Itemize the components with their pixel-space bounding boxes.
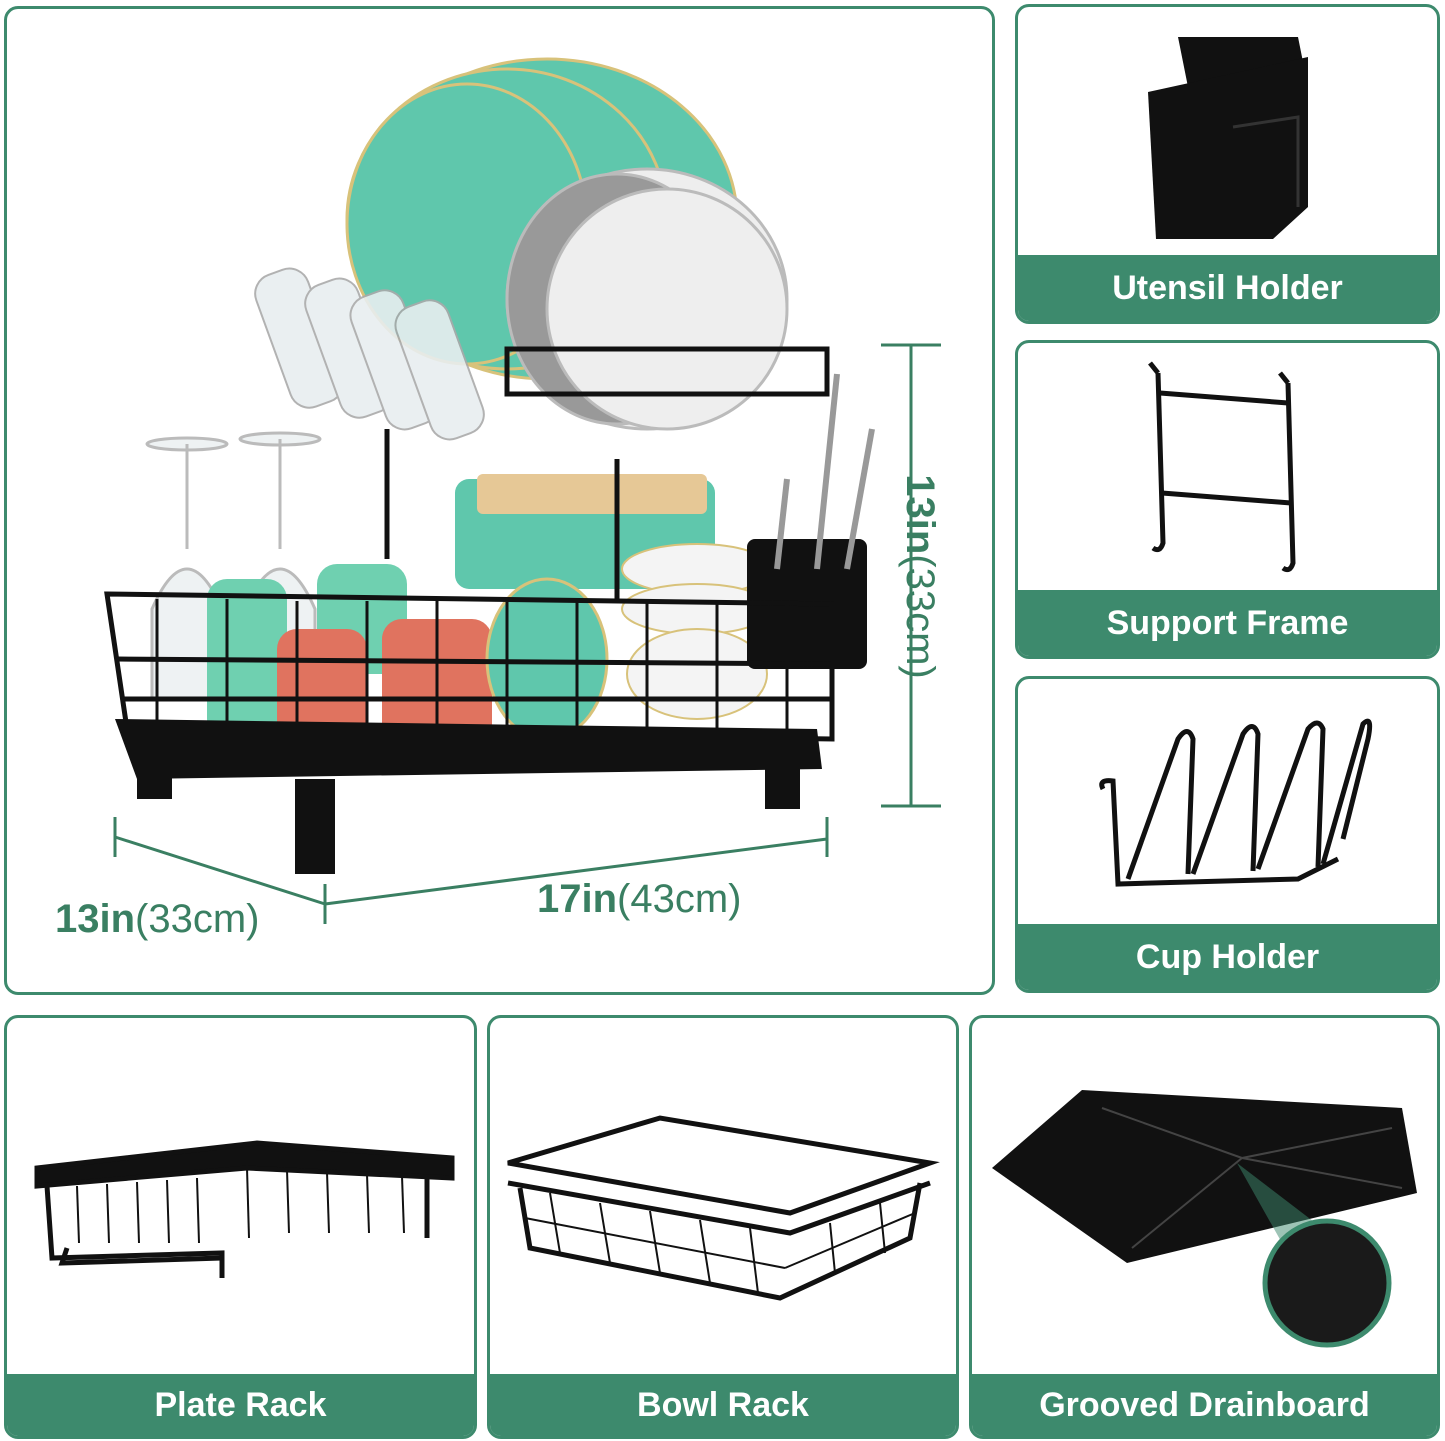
width-dimension-label: 17in(43cm) bbox=[537, 877, 742, 922]
bowl-rack-label: Bowl Rack bbox=[490, 1374, 956, 1436]
cup-holder-label: Cup Holder bbox=[1018, 924, 1437, 990]
support-frame-image bbox=[1148, 361, 1296, 573]
utensil-holder-label: Utensil Holder bbox=[1018, 255, 1437, 321]
depth-metric: (33cm) bbox=[135, 897, 260, 941]
dish-rack-illustration bbox=[104, 57, 941, 924]
height-metric: (33cm) bbox=[897, 554, 942, 679]
support-frame-card: Support Frame bbox=[1015, 340, 1440, 659]
cup-holder-image bbox=[1099, 718, 1373, 887]
depth-dimension-label: 13in(33cm) bbox=[55, 897, 260, 942]
bowl-rack-image bbox=[507, 1115, 940, 1301]
depth-value: 13in bbox=[55, 897, 136, 941]
plate-rack-image bbox=[34, 1140, 455, 1278]
plate-rack-card: Plate Rack bbox=[4, 1015, 477, 1439]
grooved-drainboard-card: Grooved Drainboard bbox=[969, 1015, 1440, 1439]
utensil-holder-card: Utensil Holder bbox=[1015, 4, 1440, 324]
drainboard-image bbox=[992, 1090, 1417, 1348]
width-value: 17in bbox=[537, 877, 618, 921]
width-metric: (43cm) bbox=[617, 877, 742, 921]
utensil-holder-image bbox=[1148, 37, 1308, 239]
main-product-panel: 13in(33cm) 17in(43cm) 13in(33cm) bbox=[4, 6, 995, 995]
plate-rack-label: Plate Rack bbox=[7, 1374, 474, 1436]
bowl-rack-card: Bowl Rack bbox=[487, 1015, 959, 1439]
support-frame-label: Support Frame bbox=[1018, 590, 1437, 656]
height-value: 13in bbox=[897, 474, 942, 555]
height-dimension-label: 13in(33cm) bbox=[897, 474, 942, 679]
grooved-drainboard-label: Grooved Drainboard bbox=[972, 1374, 1437, 1436]
cup-holder-card: Cup Holder bbox=[1015, 676, 1440, 993]
